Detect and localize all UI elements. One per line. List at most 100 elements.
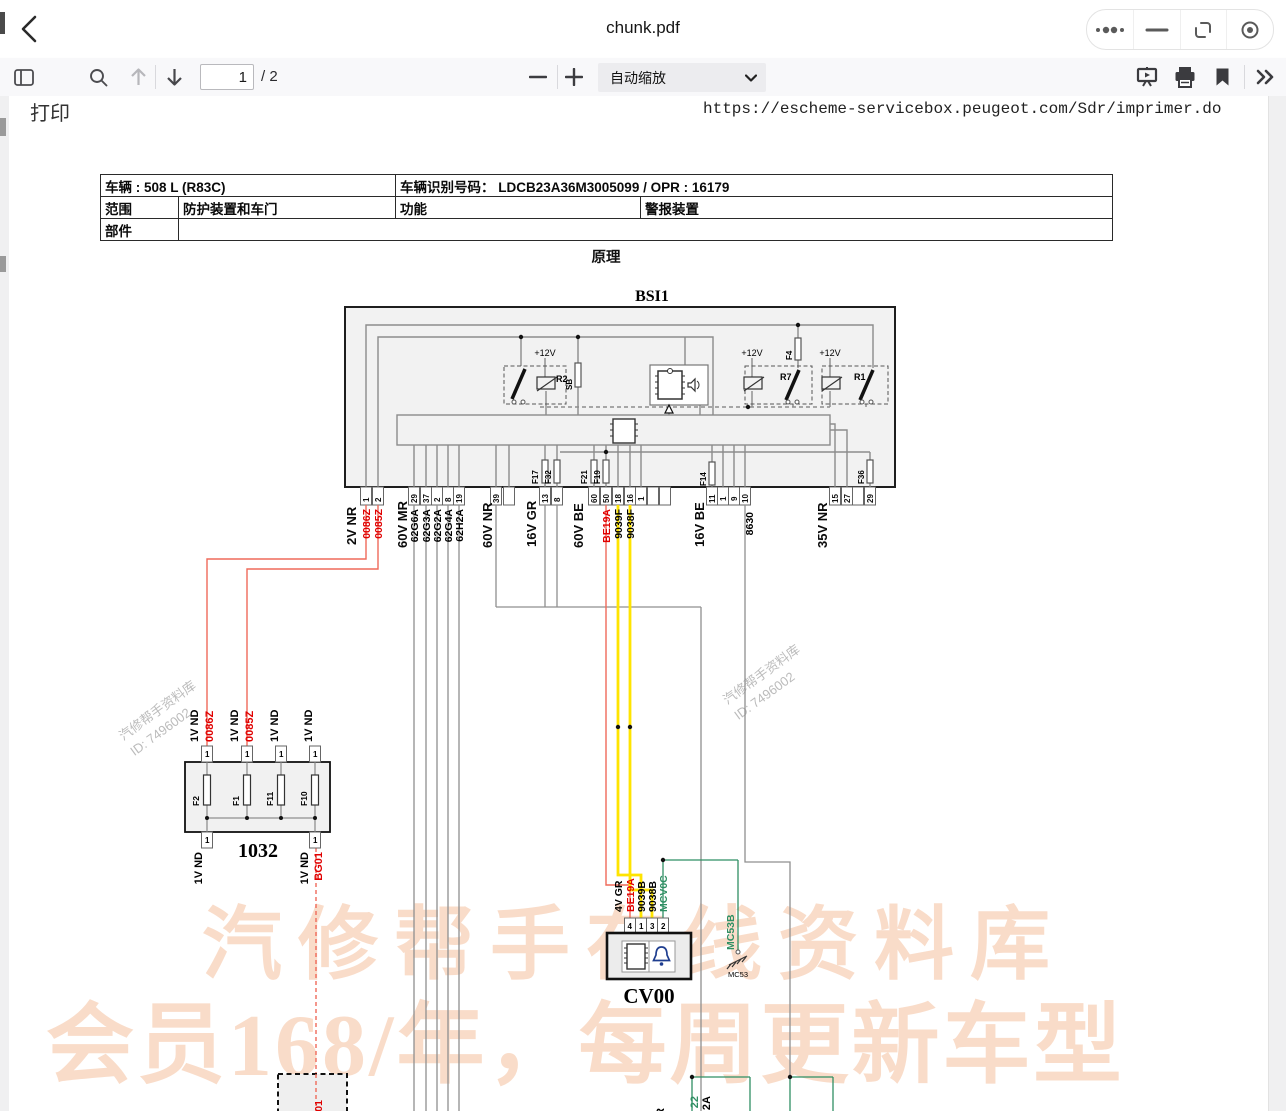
wire-label: 1V ND [269,710,281,742]
bottom-partial-labels: R 22 2A [655,1096,713,1111]
component-1032: F2 F1 F11 F10 1 1 1 1 1 1 [184,710,331,884]
zoom-out-button[interactable] [527,58,549,96]
restore-button[interactable] [1179,10,1227,49]
pin-number: 1 [205,750,210,759]
pin-number: 19 [455,494,464,503]
pin-number: 60 [590,494,599,503]
chevron-down-icon [745,73,757,82]
wire-label: 62G3A [421,509,433,543]
red-wires [206,505,631,1111]
pin-number: 39 [492,494,501,503]
target-button[interactable] [1226,10,1273,49]
print-label: 打印 [30,103,70,125]
chip-module [649,364,709,414]
gray-wires [413,505,791,1111]
wire-label: BE19A [625,878,637,912]
page-down-button[interactable] [162,58,186,96]
page-up-button[interactable] [126,58,150,96]
pin-number: 11 [708,494,717,503]
wire-label: BG01 [313,852,325,881]
pin-number: 1 [637,496,646,501]
back-icon[interactable] [16,13,44,45]
green-wires [662,859,834,1111]
bell-icon [652,946,671,966]
vehicle-info-table: 车辆 : 508 L (R83C) 车辆识别号码： LDCB23A36M3005… [100,174,1113,241]
titlebar: chunk.pdf [0,0,1286,58]
fuse-label: F14 [699,472,708,486]
zoom-select[interactable]: 自动缩放 [598,63,766,92]
sidebar-toggle-button[interactable] [12,58,36,96]
target-icon [1241,21,1259,38]
pin-number: 8 [553,497,562,502]
page-number-input[interactable] [200,64,254,90]
wire-label: 0086Z [204,711,216,742]
ground-symbol [726,955,748,970]
wire-label: 1V ND [193,852,205,884]
divider [1244,65,1245,89]
relay-r7: R7 [743,365,813,405]
find-button[interactable] [86,58,110,96]
bottom-dashed-component: BG01 [277,1073,348,1111]
bsi-internal-wires [365,324,874,487]
junction-dot [615,724,621,730]
plus12v-label: +12V [741,348,762,358]
presentation-mode-button[interactable] [1134,58,1160,96]
source-url: https://escheme-servicebox.peugeot.com/S… [703,100,1222,118]
pin-number: 2 [661,922,666,931]
wire-label: 1V ND [189,710,201,742]
wire-label: BG01 [313,1100,325,1111]
pin-number: 2 [374,497,383,502]
fuse-label: F10 [299,791,309,806]
print-icon [1175,67,1195,88]
junction-dot [689,1074,695,1080]
print-button[interactable] [1172,58,1198,96]
minimize-icon [1145,28,1169,31]
parts-value [178,218,1113,241]
wire-label: 8630 [744,512,756,536]
pin-number: 1 [719,496,728,501]
bsi1-label: BSI1 [635,288,669,305]
divider [155,65,156,89]
wire-label: 2A [701,1096,713,1110]
connector-name: 16V BE [692,502,707,547]
bsi-connector-pins: 1 2 29 37 2 8 19 39 13 [360,486,876,506]
wire-label: 9038F [625,508,637,538]
fuse-label: F19 [593,470,602,484]
more-button[interactable] [1087,10,1133,49]
scope-value: 防护装置和车门 [178,196,396,219]
pin-number: 13 [541,494,550,503]
fuse-label: F17 [531,470,540,484]
wire-label: 0085Z [244,711,256,742]
arrow-up-icon [130,68,146,85]
wire-label: 1V ND [299,852,311,884]
bookmark-icon [1216,68,1228,86]
pin-number: 1 [313,750,318,759]
connector-name: 4V GR [613,880,625,912]
current-view-button[interactable] [1211,58,1233,96]
minimize-button[interactable] [1132,10,1180,49]
window-controls [1086,9,1274,50]
pin-number: 50 [602,494,611,503]
ground-mc53: MC53B MC53 [725,914,748,979]
zoom-in-button[interactable] [563,58,585,96]
wire-label: 1V ND [229,710,241,742]
junction-dot [660,857,666,863]
principle-heading: 原理 [591,250,621,266]
junction-dot [787,1074,793,1080]
plus-icon [565,68,583,86]
wire-label: MCV0C [658,875,670,912]
more-tools-button[interactable] [1252,58,1280,96]
vertical-scrollbar[interactable] [1268,96,1286,1111]
fuse-label: F1 [231,796,241,806]
relay-r2: R2 [503,365,568,405]
connector-name: 60V NR [480,502,495,548]
f4-label: F4 [785,350,794,360]
fuse-label: F21 [580,470,589,484]
yellow-wires [616,505,654,918]
edge-fragment [0,12,5,34]
pin-number: 1 [313,836,318,845]
wire-label: 9038B [647,881,659,912]
sb-label: SB [565,379,574,390]
